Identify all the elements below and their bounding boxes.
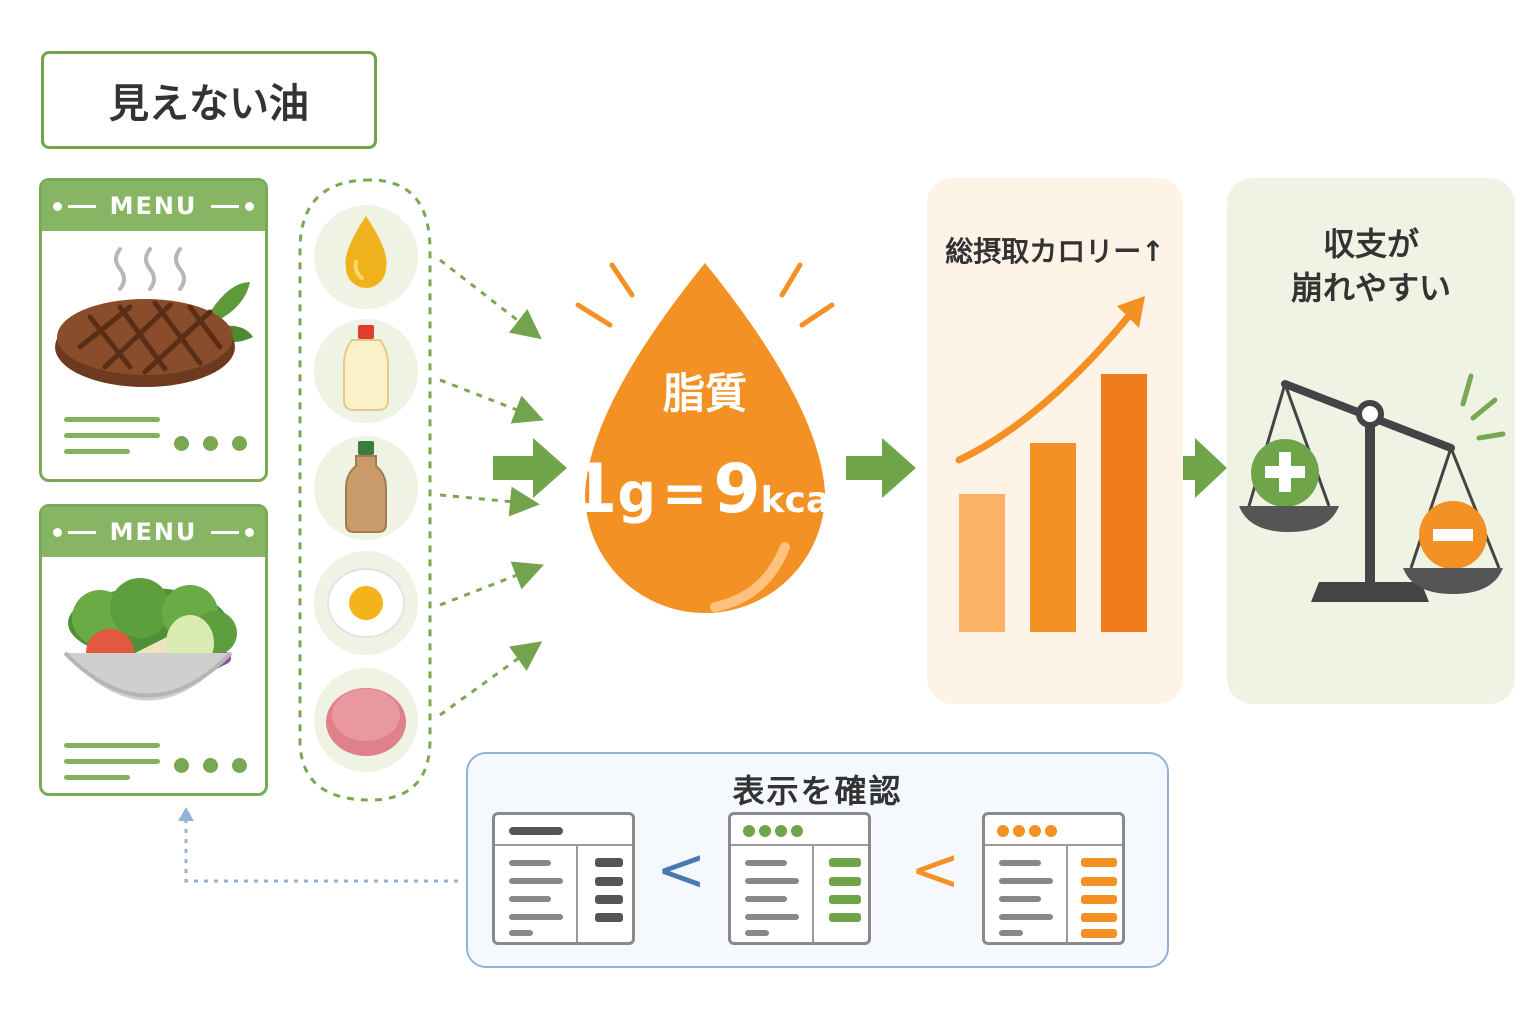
fried-egg-icon [314, 551, 418, 655]
calorie-panel-title: 総摂取カロリー↑ [945, 235, 1165, 268]
menu-card-steak: MENU [39, 178, 268, 482]
calorie-bar [1101, 374, 1147, 632]
calorie-panel: 総摂取カロリー↑ [927, 178, 1183, 704]
nutrition-label-orange [982, 812, 1125, 945]
less-than-sign: < [910, 835, 961, 905]
calorie-chart [955, 296, 1147, 632]
fat-drop-icon [575, 262, 835, 613]
oil-drop-icon [314, 205, 418, 309]
return-arrow-icon [178, 807, 458, 883]
balance-title-line1: 収支が [1322, 225, 1419, 263]
confirm-label-box: 表示を確認 < [466, 752, 1169, 968]
page-title: 見えない油 [41, 51, 377, 149]
trend-arrow-head-icon [1117, 296, 1145, 328]
hidden-oil-sources [298, 178, 544, 802]
arrow-right-icon [846, 438, 916, 498]
balance-panel: 収支が 崩れやすい [1227, 178, 1515, 704]
menu-more-dots [174, 436, 247, 451]
page-title-text: 見えない油 [109, 81, 309, 127]
fat-energy: 9 [713, 450, 761, 529]
balance-panel-title: 収支が 崩れやすい [1227, 222, 1515, 310]
menu-header: MENU [42, 507, 265, 557]
trend-arrow-line [955, 302, 1141, 464]
menu-text-lines [64, 743, 160, 791]
menu-text-lines [64, 417, 160, 465]
fat-label: 脂質 [662, 369, 747, 418]
arrow-right-icon [493, 438, 567, 498]
fat-amount: 1 [570, 450, 618, 529]
menu-label: MENU [109, 192, 198, 220]
nutrition-label-gray [492, 812, 635, 945]
arrow-right-icon [1163, 438, 1227, 498]
salad-icon [63, 578, 237, 701]
fat-equation: 1g=9kcal [570, 450, 843, 529]
menu-more-dots [174, 758, 247, 773]
menu-card-salad: MENU [39, 504, 268, 796]
less-than-sign: < [656, 835, 707, 905]
fat-unit-g: g [617, 462, 656, 525]
ground-meat-icon [314, 668, 418, 772]
calorie-bar [1030, 443, 1076, 632]
balance-title-line2: 崩れやすい [1290, 269, 1451, 307]
confirm-title: 表示を確認 [732, 772, 903, 810]
balance-scale-icon [1239, 373, 1506, 602]
fat-equals: = [661, 462, 708, 525]
calorie-bar [959, 494, 1005, 632]
menu-label: MENU [109, 518, 198, 546]
steak-icon [55, 247, 253, 387]
menu-header: MENU [42, 181, 265, 231]
dressing-icon [314, 436, 418, 540]
mayonnaise-icon [314, 319, 418, 423]
fat-unit-kcal: kcal [760, 480, 843, 521]
nutrition-label-green [728, 812, 871, 945]
